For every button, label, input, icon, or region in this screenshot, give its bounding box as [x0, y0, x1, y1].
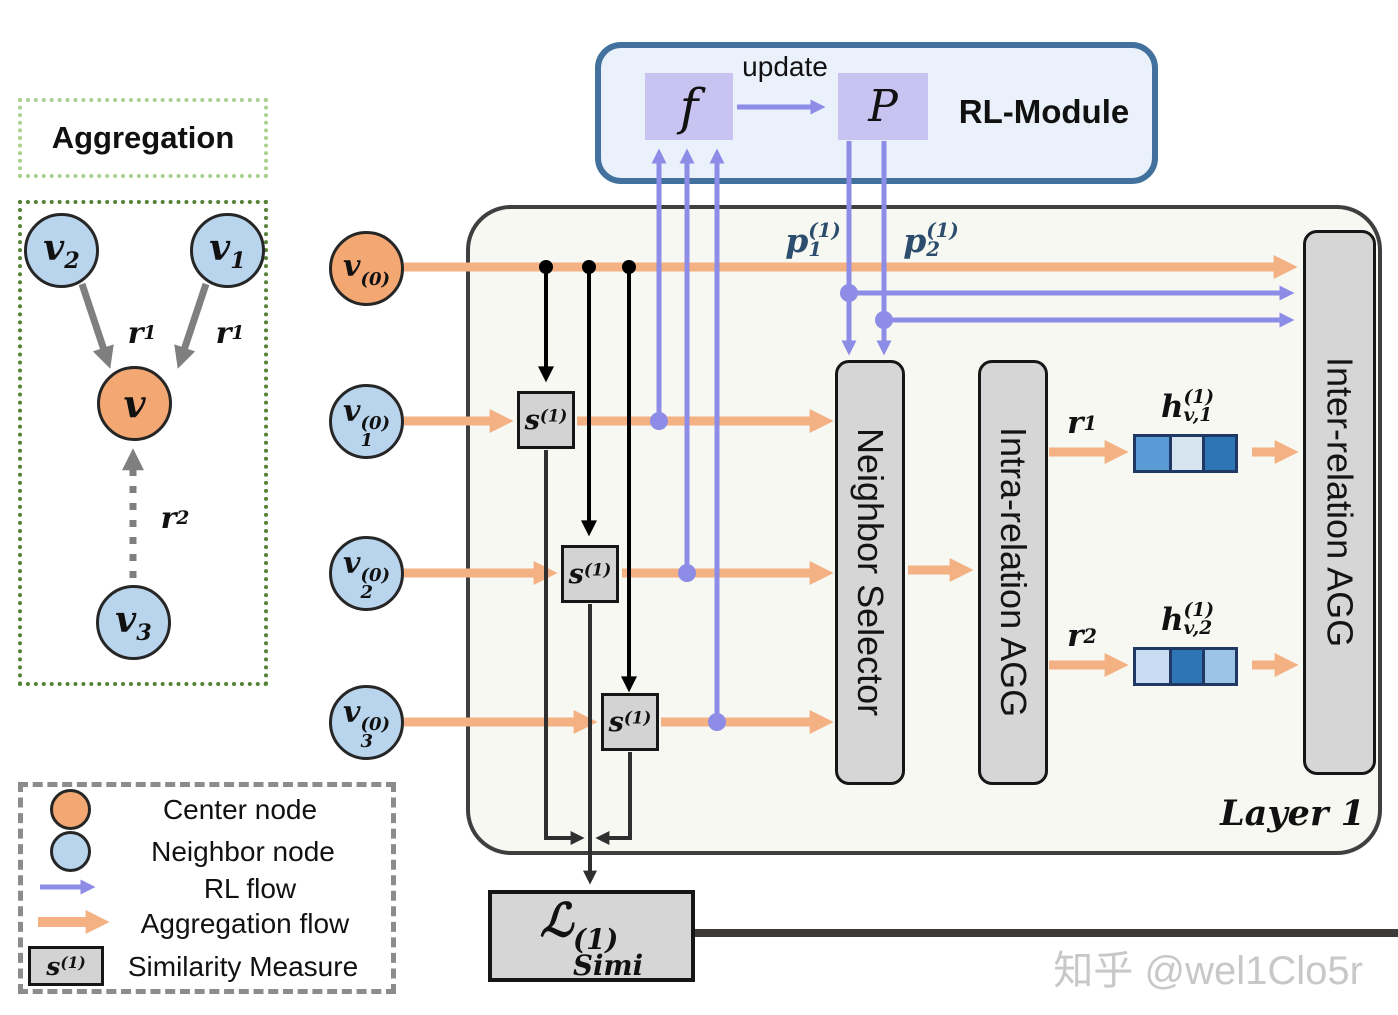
neighbor-node-v3: v(0)3	[329, 685, 404, 760]
legend-neighbor-node-label: Neighbor node	[151, 835, 335, 867]
f-label: f	[679, 77, 699, 136]
agg-node-v3: v3	[96, 585, 171, 660]
watermark: 知乎 @wel1Clo5r	[1053, 949, 1363, 993]
vector-cell	[1202, 437, 1235, 470]
p2-label: p(1)2	[903, 218, 959, 261]
legend-similarity-icon: s(1)	[28, 946, 104, 986]
similarity-box-2: s(1)	[561, 545, 619, 603]
neighbor-selector-label: Neighbor Selector	[850, 428, 891, 717]
agg-node-v3-label: v	[115, 599, 137, 642]
legend-center-node-label: Center node	[162, 793, 318, 825]
legend-similarity-label: Similarity Measure	[127, 950, 359, 982]
intra-relation-agg-module: Intra-relation AGG	[978, 360, 1048, 785]
h-v2-vector	[1133, 647, 1238, 686]
agg-node-v2: v2	[24, 213, 99, 288]
legend-box	[18, 782, 396, 994]
p-label: P	[868, 81, 898, 132]
inter-relation-agg-module: Inter-relation AGG	[1303, 230, 1376, 775]
similarity-box-1: s(1)	[517, 391, 575, 449]
legend-center-node-icon	[50, 789, 91, 830]
h-v1-label: h(1)v,1	[1160, 387, 1215, 426]
vector-cell	[1202, 650, 1235, 683]
h-v1-vector	[1133, 434, 1238, 473]
inter-relation-agg-label: Inter-relation AGG	[1319, 357, 1361, 648]
agg-node-v1-label: v	[209, 227, 231, 270]
vector-cell	[1169, 650, 1202, 683]
loss-box: ℒ(1)Simi	[488, 890, 695, 982]
neighbor-node-v1: v(0)1	[329, 384, 404, 459]
layer1-caption: Layer 1	[1220, 792, 1365, 834]
center-node-v0: v(0)	[329, 231, 404, 306]
legend-rl-flow-label: RL flow	[203, 872, 297, 904]
legend-neighbor-node-icon	[50, 831, 91, 872]
neighbor-selector-module: Neighbor Selector	[835, 360, 905, 785]
legend-aggregation-flow-label: Aggregation flow	[140, 907, 350, 939]
aggregation-title-box: Aggregation	[18, 98, 268, 178]
vector-cell	[1136, 437, 1169, 470]
vector-cell	[1136, 650, 1169, 683]
neighbor-node-v2: v(0)2	[329, 536, 404, 611]
output-line	[695, 929, 1398, 937]
agg-node-v2-label: v	[43, 227, 65, 270]
intra-relation-agg-label: Intra-relation AGG	[993, 427, 1034, 718]
aggregation-title: Aggregation	[51, 120, 235, 155]
rl-p-box: P	[838, 73, 928, 140]
update-label: update	[742, 51, 828, 82]
agg-node-v-label: v	[123, 381, 146, 426]
vector-cell	[1169, 437, 1202, 470]
p1-label: p(1)1	[785, 218, 841, 261]
similarity-box-3: s(1)	[601, 693, 659, 751]
rl-f-box: f	[645, 73, 733, 140]
h-v2-label: h(1)v,2	[1160, 600, 1215, 639]
rl-module-title: RL-Module	[958, 93, 1130, 130]
agg-node-v1: v1	[190, 213, 265, 288]
aggregation-graph-box	[18, 200, 268, 686]
agg-node-v: v	[97, 366, 172, 441]
